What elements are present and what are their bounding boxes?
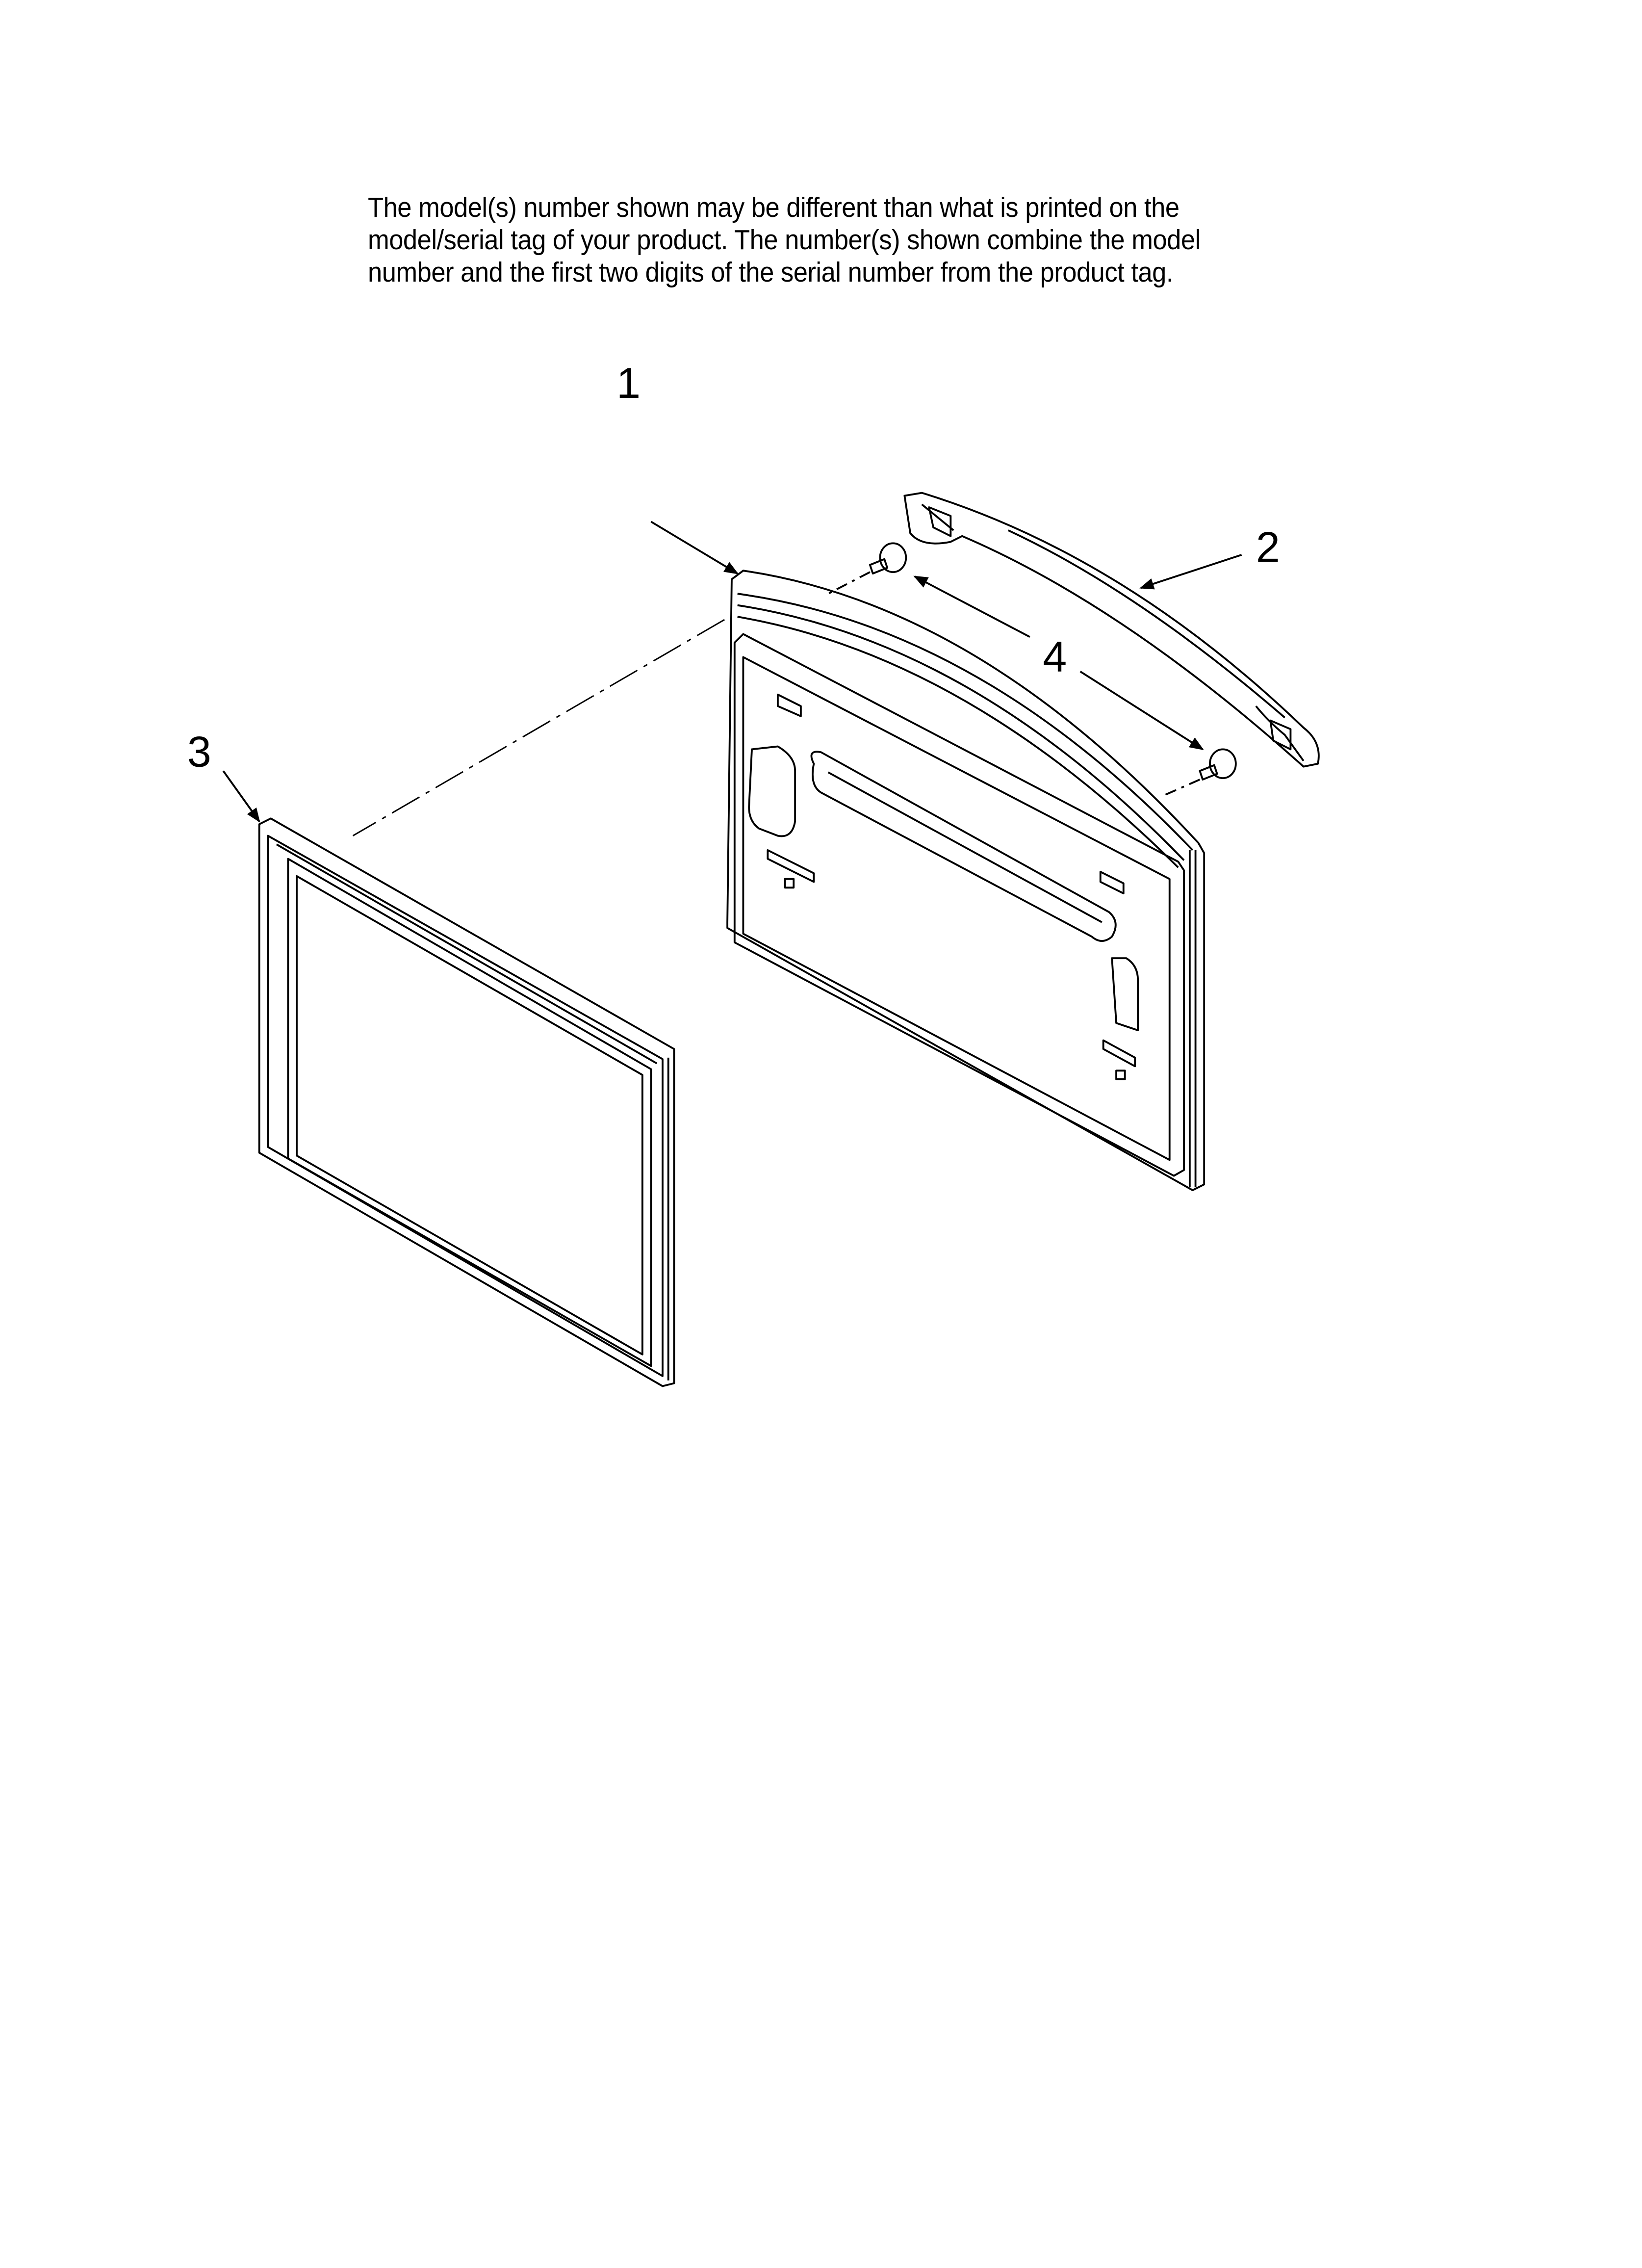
- leader-arrow-1: [650, 521, 739, 574]
- assembly-line: [352, 619, 725, 836]
- door-part: [726, 570, 1206, 1191]
- note-line: model/serial tag of your product. The nu…: [368, 224, 1201, 256]
- callout-4: 4: [1043, 632, 1067, 681]
- assembly-line: [1163, 779, 1201, 797]
- leader-arrow-2: [1139, 554, 1242, 590]
- assembly-line: [827, 571, 871, 595]
- callout-1: 1: [616, 359, 641, 407]
- handle-part: [903, 492, 1320, 768]
- leader-arrow-3: [222, 770, 260, 823]
- leader-arrow-4a: [913, 575, 1030, 638]
- gasket-part: [258, 817, 675, 1387]
- callout-3: 3: [187, 728, 211, 776]
- callout-2: 2: [1256, 523, 1280, 572]
- note-line: number and the first two digits of the s…: [368, 257, 1173, 288]
- note-line: The model(s) number shown may be differe…: [368, 192, 1180, 223]
- screw-part: [869, 542, 1237, 781]
- leader-arrow-4b: [1079, 671, 1204, 750]
- disclaimer-note: The model(s) number shown may be differe…: [368, 191, 1270, 288]
